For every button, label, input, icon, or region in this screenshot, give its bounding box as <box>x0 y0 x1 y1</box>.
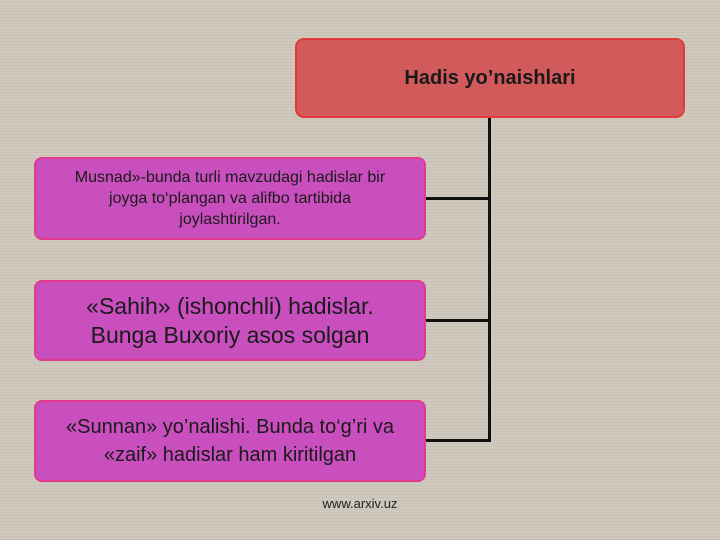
branch-node-label: Musnad»-bunda turli mavzudagi hadislar b… <box>74 169 386 228</box>
connector-trunk <box>488 117 491 441</box>
connector-branch-3 <box>426 439 491 442</box>
connector-branch-1 <box>426 197 491 200</box>
root-node: Hadis yo’naishlari <box>295 38 685 118</box>
branch-node-sahih: «Sahih» (ishonchli) hadislar. Bunga Buxo… <box>34 280 426 361</box>
branch-node-musnad: Musnad»-bunda turli mavzudagi hadislar b… <box>34 157 426 240</box>
root-node-label: Hadis yo’naishlari <box>404 66 576 89</box>
branch-node-label: «Sunnan» yo’nalishi. Bunda to‘g’ri va «z… <box>66 416 394 466</box>
footer-source-text: www.arxiv.uz <box>322 496 398 511</box>
branch-node-sunnan: «Sunnan» yo’nalishi. Bunda to‘g’ri va «z… <box>34 400 426 482</box>
connector-branch-2 <box>426 319 491 322</box>
branch-node-label: «Sahih» (ishonchli) hadislar. Bunga Buxo… <box>86 292 374 348</box>
